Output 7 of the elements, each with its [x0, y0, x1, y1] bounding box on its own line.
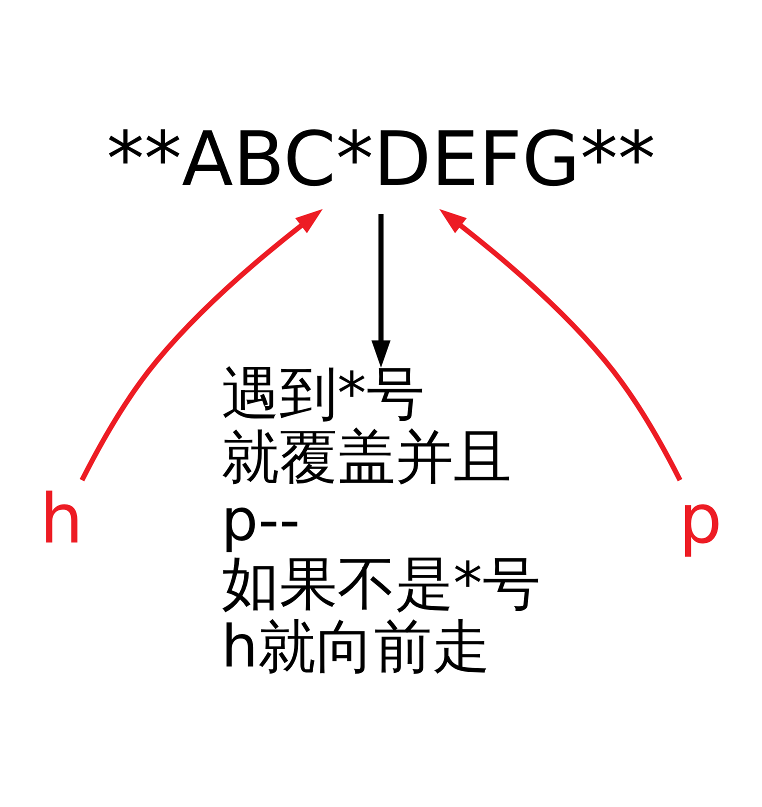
arrow	[439, 208, 682, 481]
node-text: 遇到*号 就覆盖并且 p-- 如果不是*号 h就向前走	[221, 359, 540, 680]
node-text: p	[678, 480, 722, 559]
arrow	[371, 213, 391, 368]
node-text: h	[40, 480, 84, 559]
arrow	[80, 208, 323, 481]
node-text: **ABC*DEFG**	[106, 114, 656, 202]
